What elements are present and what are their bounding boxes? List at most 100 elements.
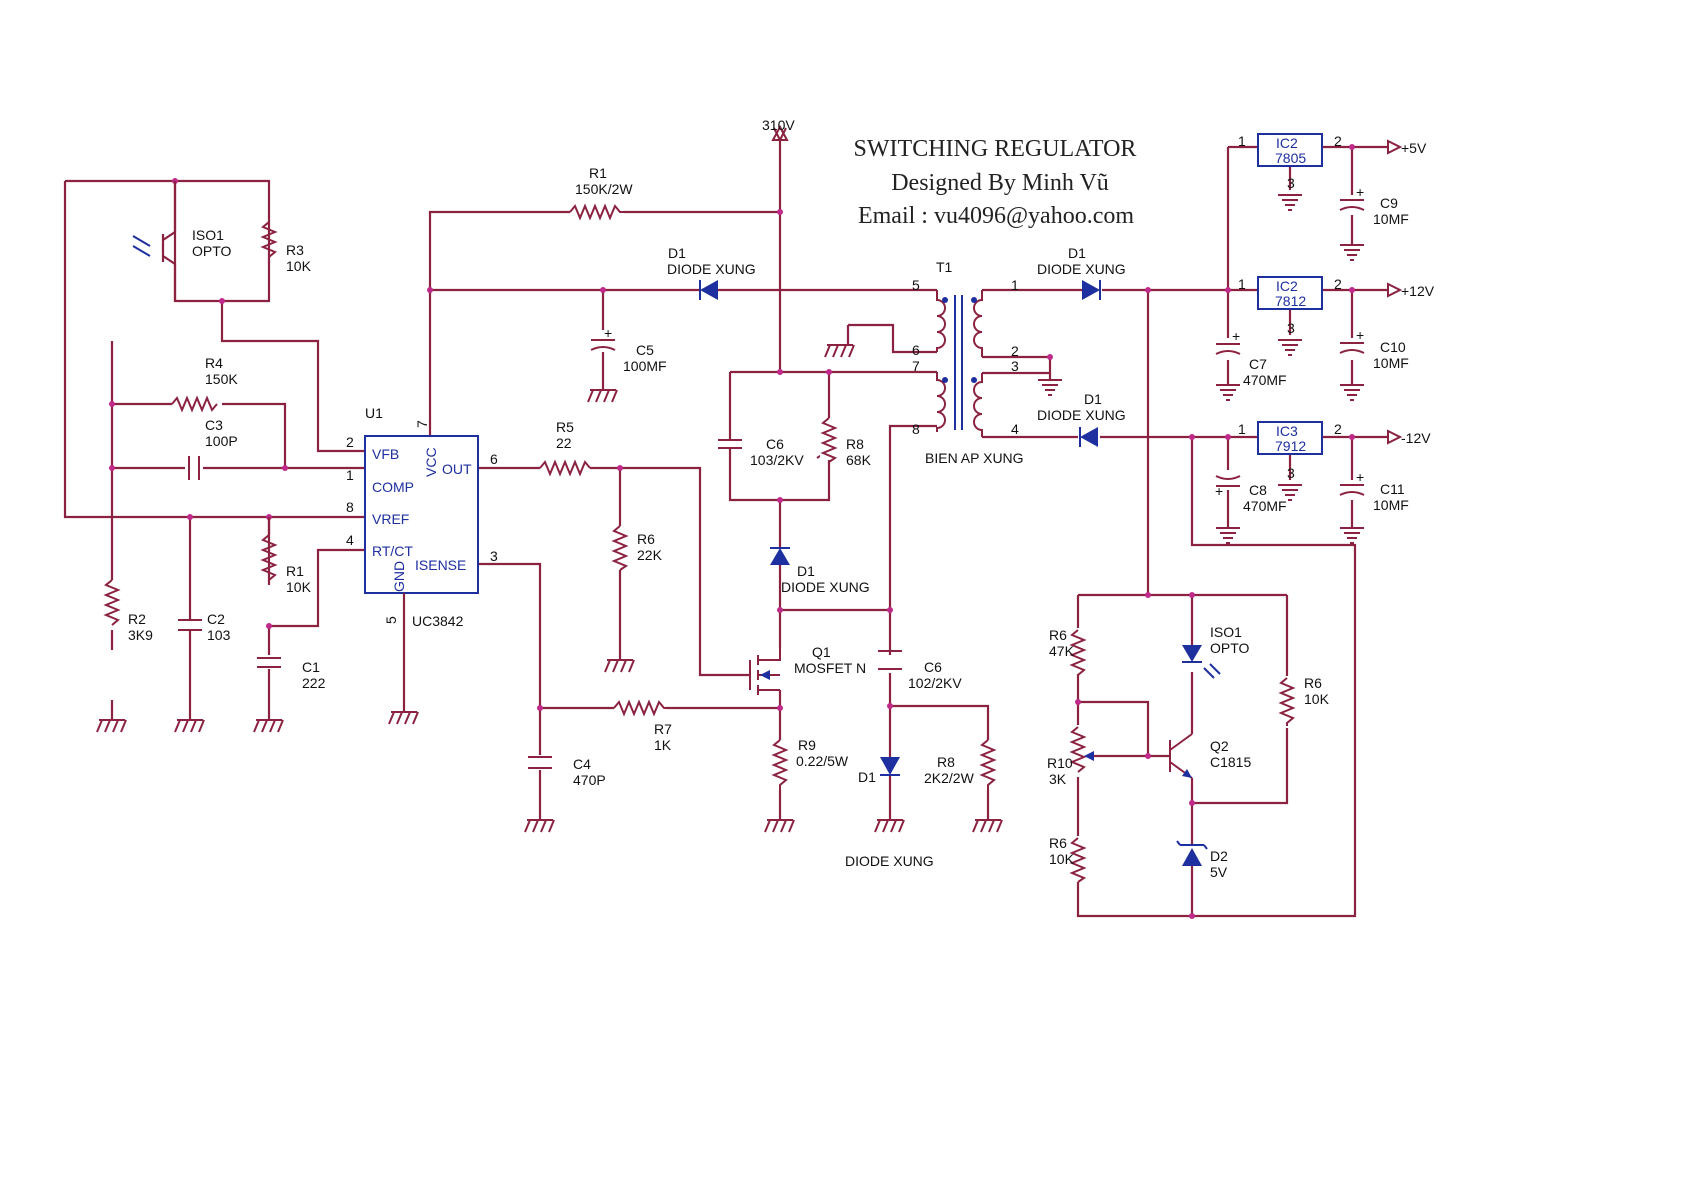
u1-pin2-num: 2 — [346, 434, 354, 450]
iso1-phototransistor-top: ISO1 OPTO — [132, 181, 232, 301]
svg-text:DIODE XUNG: DIODE XUNG — [1037, 261, 1126, 277]
svg-text:C1815: C1815 — [1210, 754, 1251, 770]
svg-text:68K: 68K — [846, 452, 872, 468]
svg-text:103/2KV: 103/2KV — [750, 452, 804, 468]
svg-text:R10: R10 — [1047, 755, 1073, 771]
r1-resistor-top: R1 150K/2W — [569, 165, 633, 221]
r7-resistor: R7 1K — [613, 699, 672, 753]
svg-text:D2: D2 — [1210, 848, 1228, 864]
c9-capacitor: + C9 10MF — [1339, 184, 1409, 227]
svg-text:R1: R1 — [286, 563, 304, 579]
svg-text:R4: R4 — [205, 355, 223, 371]
ic-u1-uc3842: U1 UC3842 VFB COMP VREF RT/CT OUT ISENSE… — [346, 405, 498, 712]
svg-text:+: + — [1356, 184, 1364, 200]
r3-resistor: R3 10K — [260, 221, 312, 274]
r6-resistor-feedback-10k: R6 10K — [1049, 835, 1087, 883]
svg-text:C8: C8 — [1249, 482, 1267, 498]
svg-text:47K: 47K — [1049, 643, 1075, 659]
svg-text:DIODE XUNG: DIODE XUNG — [845, 853, 934, 869]
c6-capacitor-snubber: C6 103/2KV — [718, 436, 804, 468]
svg-text:T1: T1 — [936, 259, 953, 275]
c3-capacitor: C3 100P — [185, 417, 238, 480]
svg-text:100MF: 100MF — [623, 358, 667, 374]
svg-text:2: 2 — [1334, 276, 1342, 292]
regulator-7812: IC2 7812 1 2 3 — [1238, 276, 1342, 336]
svg-text:OPTO: OPTO — [192, 243, 232, 259]
svg-text:R2: R2 — [128, 611, 146, 627]
svg-text:R6: R6 — [1304, 675, 1322, 691]
svg-text:470P: 470P — [573, 772, 606, 788]
svg-text:OPTO: OPTO — [1210, 640, 1250, 656]
svg-text:ISO1: ISO1 — [1210, 624, 1242, 640]
svg-text:7: 7 — [912, 358, 920, 374]
svg-text:R6: R6 — [637, 531, 655, 547]
u1-pin4-num: 4 — [346, 532, 354, 548]
svg-text:7805: 7805 — [1275, 150, 1306, 166]
svg-text:MOSFET N: MOSFET N — [794, 660, 866, 676]
svg-text:R9: R9 — [798, 737, 816, 753]
svg-text:DIODE XUNG: DIODE XUNG — [667, 261, 756, 277]
u1-pin-rtct: RT/CT — [372, 543, 413, 559]
r4-resistor: R4 150K — [171, 355, 238, 413]
svg-text:10MF: 10MF — [1373, 355, 1409, 371]
c10-capacitor: + C10 10MF — [1339, 327, 1409, 371]
svg-text:D1: D1 — [797, 563, 815, 579]
svg-text:10MF: 10MF — [1373, 497, 1409, 513]
r8-resistor-low: R8 2K2/2W — [924, 739, 997, 790]
junction-nodes — [109, 144, 1355, 919]
u1-pin-out: OUT — [442, 461, 472, 477]
svg-text:IC2: IC2 — [1276, 278, 1298, 294]
svg-text:D1: D1 — [1068, 245, 1086, 261]
c1-capacitor: C1 222 — [255, 655, 326, 691]
d2-zener: D2 5V — [1176, 840, 1228, 880]
title-line-1: SWITCHING REGULATOR — [854, 136, 1137, 162]
iso1-led-feedback: ISO1 OPTO — [1182, 624, 1250, 679]
c4-capacitor: C4 470P — [528, 756, 606, 788]
svg-text:ISO1: ISO1 — [192, 227, 224, 243]
svg-text:7812: 7812 — [1275, 293, 1306, 309]
svg-text:C6: C6 — [924, 659, 942, 675]
svg-text:C5: C5 — [636, 342, 654, 358]
svg-text:R7: R7 — [654, 721, 672, 737]
svg-text:2: 2 — [1334, 421, 1342, 437]
r6-resistor-mid: R6 22K — [611, 525, 663, 571]
svg-text:150K/2W: 150K/2W — [575, 181, 633, 197]
svg-text:C7: C7 — [1249, 356, 1267, 372]
svg-text:R6: R6 — [1049, 627, 1067, 643]
svg-text:222: 222 — [302, 675, 326, 691]
output-5v: +5V — [1387, 139, 1427, 156]
d1-diode-secondary-2: D1 DIODE XUNG — [1037, 391, 1126, 447]
transformer-t1: T1 BIEN AP XUNG 5 6 7 8 1 2 3 4 — [912, 259, 1024, 466]
title-line-3: Email : vu4096@yahoo.com — [858, 203, 1134, 229]
regulator-7912: IC3 7912 1 2 3 — [1238, 421, 1342, 481]
svg-text:10K: 10K — [286, 579, 312, 595]
svg-text:3: 3 — [1287, 465, 1295, 481]
c11-capacitor: + C11 10MF — [1339, 469, 1409, 513]
svg-text:BIEN AP XUNG: BIEN AP XUNG — [925, 450, 1024, 466]
svg-text:3: 3 — [1011, 358, 1019, 374]
svg-text:+: + — [1215, 483, 1223, 499]
u1-pin8-num: 8 — [346, 499, 354, 515]
svg-text:C4: C4 — [573, 756, 591, 772]
u1-pin7-num: 7 — [414, 420, 430, 428]
svg-text:4: 4 — [1011, 421, 1019, 437]
svg-text:10K: 10K — [1049, 851, 1075, 867]
svg-text:C11: C11 — [1380, 481, 1405, 497]
svg-text:+12V: +12V — [1401, 283, 1435, 299]
svg-text:100P: 100P — [205, 433, 238, 449]
u1-pin1-num: 1 — [346, 467, 354, 483]
svg-text:3K9: 3K9 — [128, 627, 153, 643]
svg-text:310V: 310V — [762, 117, 795, 133]
svg-text:102/2KV: 102/2KV — [908, 675, 962, 691]
svg-text:D1: D1 — [858, 769, 876, 785]
svg-text:R5: R5 — [556, 419, 574, 435]
u1-pin-comp: COMP — [372, 479, 414, 495]
svg-text:+: + — [1356, 469, 1364, 485]
svg-text:C9: C9 — [1380, 195, 1398, 211]
svg-text:1: 1 — [1238, 276, 1246, 292]
d1-diode-secondary-1: D1 DIODE XUNG — [1037, 245, 1126, 300]
svg-text:+: + — [604, 325, 612, 341]
r6-resistor-feedback-opto: R6 10K — [1278, 675, 1330, 728]
title-line-2: Designed By Minh Vũ — [891, 170, 1109, 196]
